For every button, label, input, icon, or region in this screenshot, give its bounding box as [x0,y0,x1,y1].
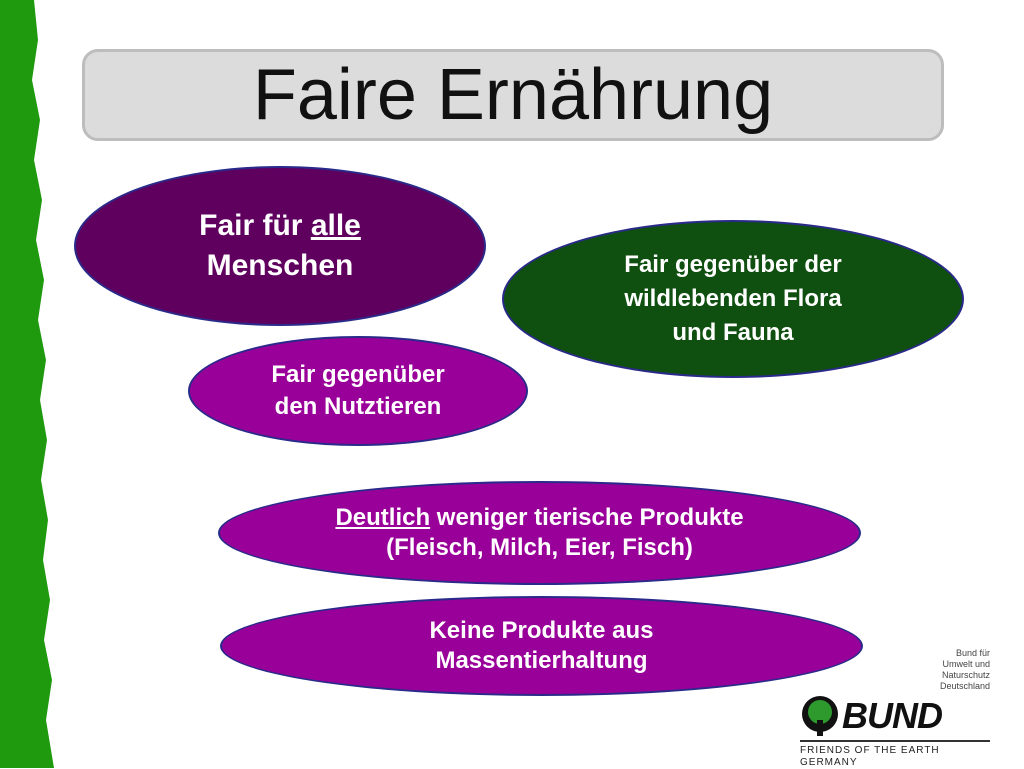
bund-logo-divider [800,740,990,742]
bund-tree-icon [802,696,838,736]
bund-org-line: Umwelt und [942,659,990,669]
bubble-fewer-rest: weniger tierische Produkte [430,504,744,531]
bubble-people-underlined: alle [310,209,361,242]
bubble-livestock-line2: den Nutztieren [274,393,442,420]
bund-org-line: Deutschland [939,681,990,691]
bubble-fair-wildlife: Fair gegenüber der wildlebenden Flora un… [502,220,964,378]
bubble-wildlife-line3: und Fauna [672,319,794,346]
bubble-livestock-line1: Fair gegenüber [271,361,445,388]
bund-logo-name: BUND [842,695,943,736]
bubble-no-factory-farming: Keine Produkte aus Massentierhaltung [220,596,863,696]
bubble-wildlife-line2: wildlebenden Flora [624,285,842,312]
bubble-wildlife-line1: Fair gegenüber der [624,251,842,278]
bubble-nofactory-line2: Massentierhaltung [435,647,648,674]
bubble-fair-all-people: Fair für alle Menschen [74,166,486,326]
title-box: Faire Ernährung [82,49,944,141]
decorative-green-edge [0,0,54,768]
bubble-fewer-underlined: Deutlich [335,504,431,531]
bubble-fewer-line2: (Fleisch, Milch, Eier, Fisch) [386,534,693,561]
bubble-nofactory-line1: Keine Produkte aus [429,617,654,644]
bubble-fewer-animal-products: Deutlich weniger tierische Produkte (Fle… [218,481,861,585]
bund-org-name: Bund für Umwelt und Naturschutz Deutschl… [920,648,990,692]
bund-org-line: Naturschutz [941,670,990,680]
slide-title: Faire Ernährung [252,55,774,135]
bubble-fair-livestock: Fair gegenüber den Nutztieren [188,336,528,446]
bund-org-line: Bund für [955,648,990,658]
bubble-people-line2: Menschen [206,249,354,282]
bund-logo-tagline: FRIENDS OF THE EARTH GERMANY [800,745,940,768]
bubble-people-prefix: Fair für [199,209,311,242]
